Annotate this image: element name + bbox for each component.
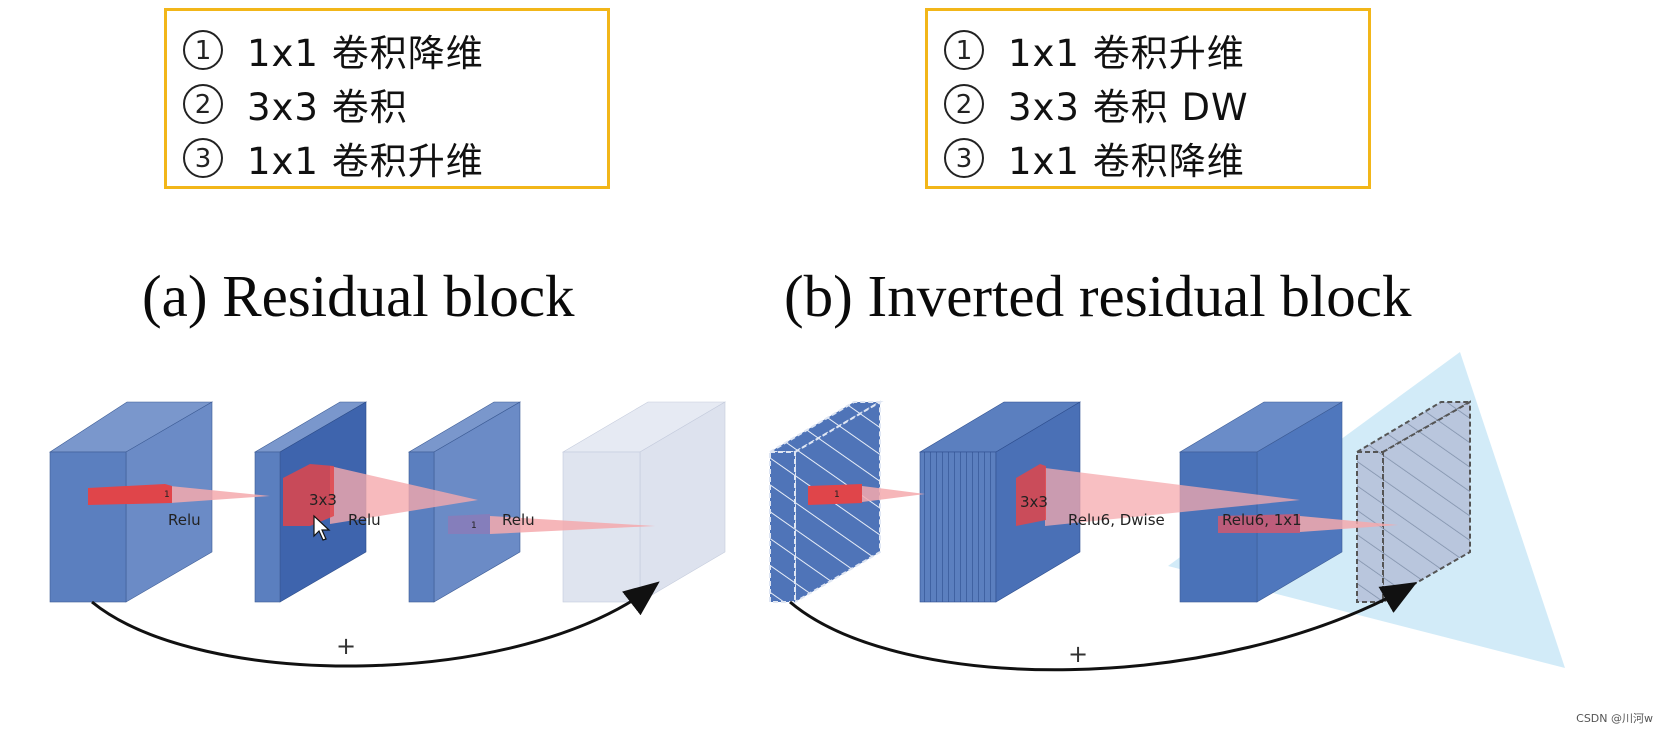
step-number: 1: [183, 30, 223, 70]
step-text: 1x1 卷积升维: [247, 140, 484, 183]
step-2: 2 3x3 卷积 DW: [944, 77, 1368, 131]
inverted-residual-block-diagram: 1 3x3 Relu6, Dwise Relu6, 1x1 +: [766, 352, 1565, 672]
step-text: 1x1 卷积降维: [1008, 140, 1245, 183]
add-symbol-b: +: [1068, 640, 1088, 668]
feature-map-block-output: [561, 401, 727, 603]
step-number: 2: [944, 84, 984, 124]
step-number: 2: [183, 84, 223, 124]
step-text: 3x3 卷积: [247, 86, 408, 129]
kernel-1x1: [88, 484, 172, 505]
step-text: 1x1 卷积升维: [1008, 32, 1245, 75]
relu-label-3: Relu: [502, 511, 535, 529]
block-diagram: 1 Relu 3x3 Relu 1 Relu +: [48, 352, 1565, 672]
kernel-b-1x1-out: [1218, 514, 1300, 533]
relu-label-2: Relu: [348, 511, 381, 529]
kernel-label-1: 1: [164, 490, 170, 500]
step-text: 3x3 卷积 DW: [1008, 86, 1249, 129]
skip-connection-arrow: [91, 581, 660, 668]
kernel-label-3x3: 3x3: [309, 491, 337, 509]
step-number: 1: [944, 30, 984, 70]
kernel-label-3: 1: [471, 521, 477, 531]
residual-steps-box: 1 1x1 卷积降维 2 3x3 卷积 3 1x1 卷积升维: [164, 8, 610, 189]
kernel-label-b-3x3: 3x3: [1020, 493, 1048, 511]
kernel-b-3x3: [1016, 464, 1046, 526]
caption-residual-block: (a) Residual block: [142, 263, 575, 329]
relu6-1x1-label: Relu6, 1x1: [1222, 511, 1302, 529]
step-number: 3: [183, 138, 223, 178]
projection-cone-b3: [1300, 516, 1398, 532]
residual-block-diagram: 1 Relu 3x3 Relu 1 Relu +: [48, 401, 727, 668]
mouse-cursor-icon: [313, 514, 331, 541]
projection-cone-b1: [862, 486, 925, 502]
kernel-1x1-b: [448, 514, 490, 534]
watermark: CSDN @川河w: [1576, 712, 1653, 725]
projection-cone-3: [490, 516, 655, 534]
projection-cone-2: [330, 466, 478, 524]
step-text: 1x1 卷积降维: [247, 32, 484, 75]
feature-map-block-dwise: [1178, 401, 1344, 603]
kernel-label-b1: 1: [834, 490, 840, 500]
step-1: 1 1x1 卷积升维: [944, 23, 1368, 77]
kernel-3x3: [283, 464, 334, 526]
step-2: 2 3x3 卷积: [183, 77, 607, 131]
relu-label-1: Relu: [168, 511, 201, 529]
kernel-b-1x1: [808, 484, 862, 505]
skip-connection-arrow-b: [789, 582, 1418, 672]
feature-map-block-3: [407, 401, 522, 603]
relu6-dwise-label: Relu6, Dwise: [1068, 511, 1165, 529]
caption-inverted-residual-block: (b) Inverted residual block: [784, 263, 1412, 329]
feature-map-block-projected: [1353, 400, 1474, 604]
add-symbol: +: [336, 632, 356, 660]
step-3: 3 1x1 卷积降维: [944, 131, 1368, 185]
projection-cone-b2: [1045, 468, 1300, 526]
step-3: 3 1x1 卷积升维: [183, 131, 607, 185]
projection-cone-1: [170, 486, 270, 503]
step-1: 1 1x1 卷积降维: [183, 23, 607, 77]
step-number: 3: [944, 138, 984, 178]
inverted-residual-steps-box: 1 1x1 卷积升维 2 3x3 卷积 DW 3 1x1 卷积降维: [925, 8, 1371, 189]
